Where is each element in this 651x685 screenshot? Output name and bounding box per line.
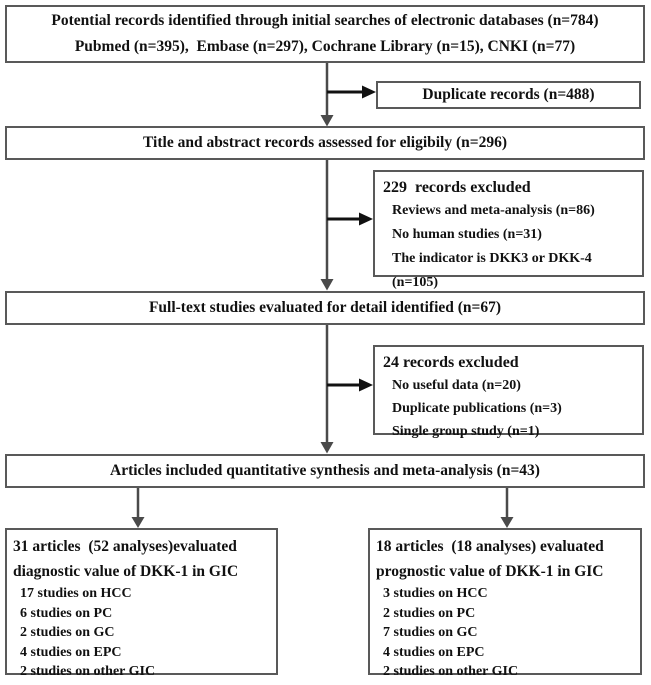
identification-box: Potential records identified through ini… — [5, 5, 645, 63]
arrow-down-icon — [320, 63, 334, 127]
arrow-down-icon — [500, 488, 514, 528]
prognostic-header-line1: 18 articles (18 analyses) evaluated — [376, 538, 604, 555]
diagnostic-study-count: 2 studies on other GIC — [20, 664, 156, 679]
excluded-reason: The indicator is DKK3 or DKK-4 (n=105) — [392, 251, 596, 290]
included-box: Articles included quantitative synthesis… — [5, 454, 645, 488]
excluded-fulltext-title: 24 records excluded — [383, 354, 519, 371]
prognostic-study-count: 2 studies on PC — [383, 605, 476, 621]
excluded-reason: Duplicate publications (n=3) — [392, 401, 562, 416]
diagnostic-study-count: 2 studies on GC — [20, 625, 115, 640]
diagnostic-study-count: 17 studies on HCC — [20, 586, 132, 601]
fulltext-box: Full-text studies evaluated for detail i… — [5, 291, 645, 325]
fulltext-label: Full-text studies evaluated for detail i… — [148, 299, 502, 316]
diagnostic-box: 31 articles (52 analyses)evaluated diagn… — [5, 528, 278, 679]
arrow-right-icon — [327, 212, 373, 226]
arrow-right-icon — [327, 378, 373, 392]
screening-box: Title and abstract records assessed for … — [5, 126, 645, 160]
arrow-down-icon — [320, 325, 334, 454]
duplicate-records-box: Duplicate records (n=488) — [376, 81, 641, 109]
prognostic-box: 18 articles (18 analyses) evaluated prog… — [368, 528, 642, 679]
prognostic-study-count: 4 studies on EPC — [383, 644, 485, 660]
excluded-screening-box: 229 records excluded Reviews and meta-an… — [373, 170, 644, 314]
excluded-reason: No useful data (n=20) — [392, 378, 521, 393]
identification-line1: Potential records identified through ini… — [51, 12, 599, 29]
prognostic-study-count: 2 studies on other GIC — [383, 664, 519, 679]
diagnostic-header-line1: 31 articles (52 analyses)evaluated — [13, 538, 237, 555]
excluded-reason: Single group study (n=1) — [392, 424, 540, 439]
prognostic-study-count: 7 studies on GC — [383, 625, 478, 640]
arrow-down-icon — [320, 160, 334, 291]
included-label: Articles included quantitative synthesis… — [110, 462, 540, 479]
arrow-right-icon — [327, 85, 376, 99]
diagnostic-study-count: 6 studies on PC — [20, 605, 113, 621]
excluded-fulltext-box: 24 records excluded No useful data (n=20… — [373, 345, 644, 439]
prognostic-header-line2: prognostic value of DKK-1 in GIC — [376, 563, 604, 580]
duplicate-records-label: Duplicate records (n=488) — [422, 86, 595, 103]
diagnostic-study-count: 4 studies on EPC — [20, 644, 122, 660]
excluded-reason: Reviews and meta-analysis (n=86) — [392, 203, 595, 218]
arrow-down-icon — [131, 488, 145, 528]
screening-label: Title and abstract records assessed for … — [142, 134, 508, 151]
excluded-screening-title: 229 records excluded — [383, 179, 531, 196]
diagnostic-header-line2: diagnostic value of DKK-1 in GIC — [13, 563, 239, 580]
identification-line2: Pubmed (n=395), Embase (n=297), Cochrane… — [74, 38, 576, 55]
prognostic-study-count: 3 studies on HCC — [383, 586, 488, 601]
excluded-reason: No human studies (n=31) — [392, 227, 542, 242]
